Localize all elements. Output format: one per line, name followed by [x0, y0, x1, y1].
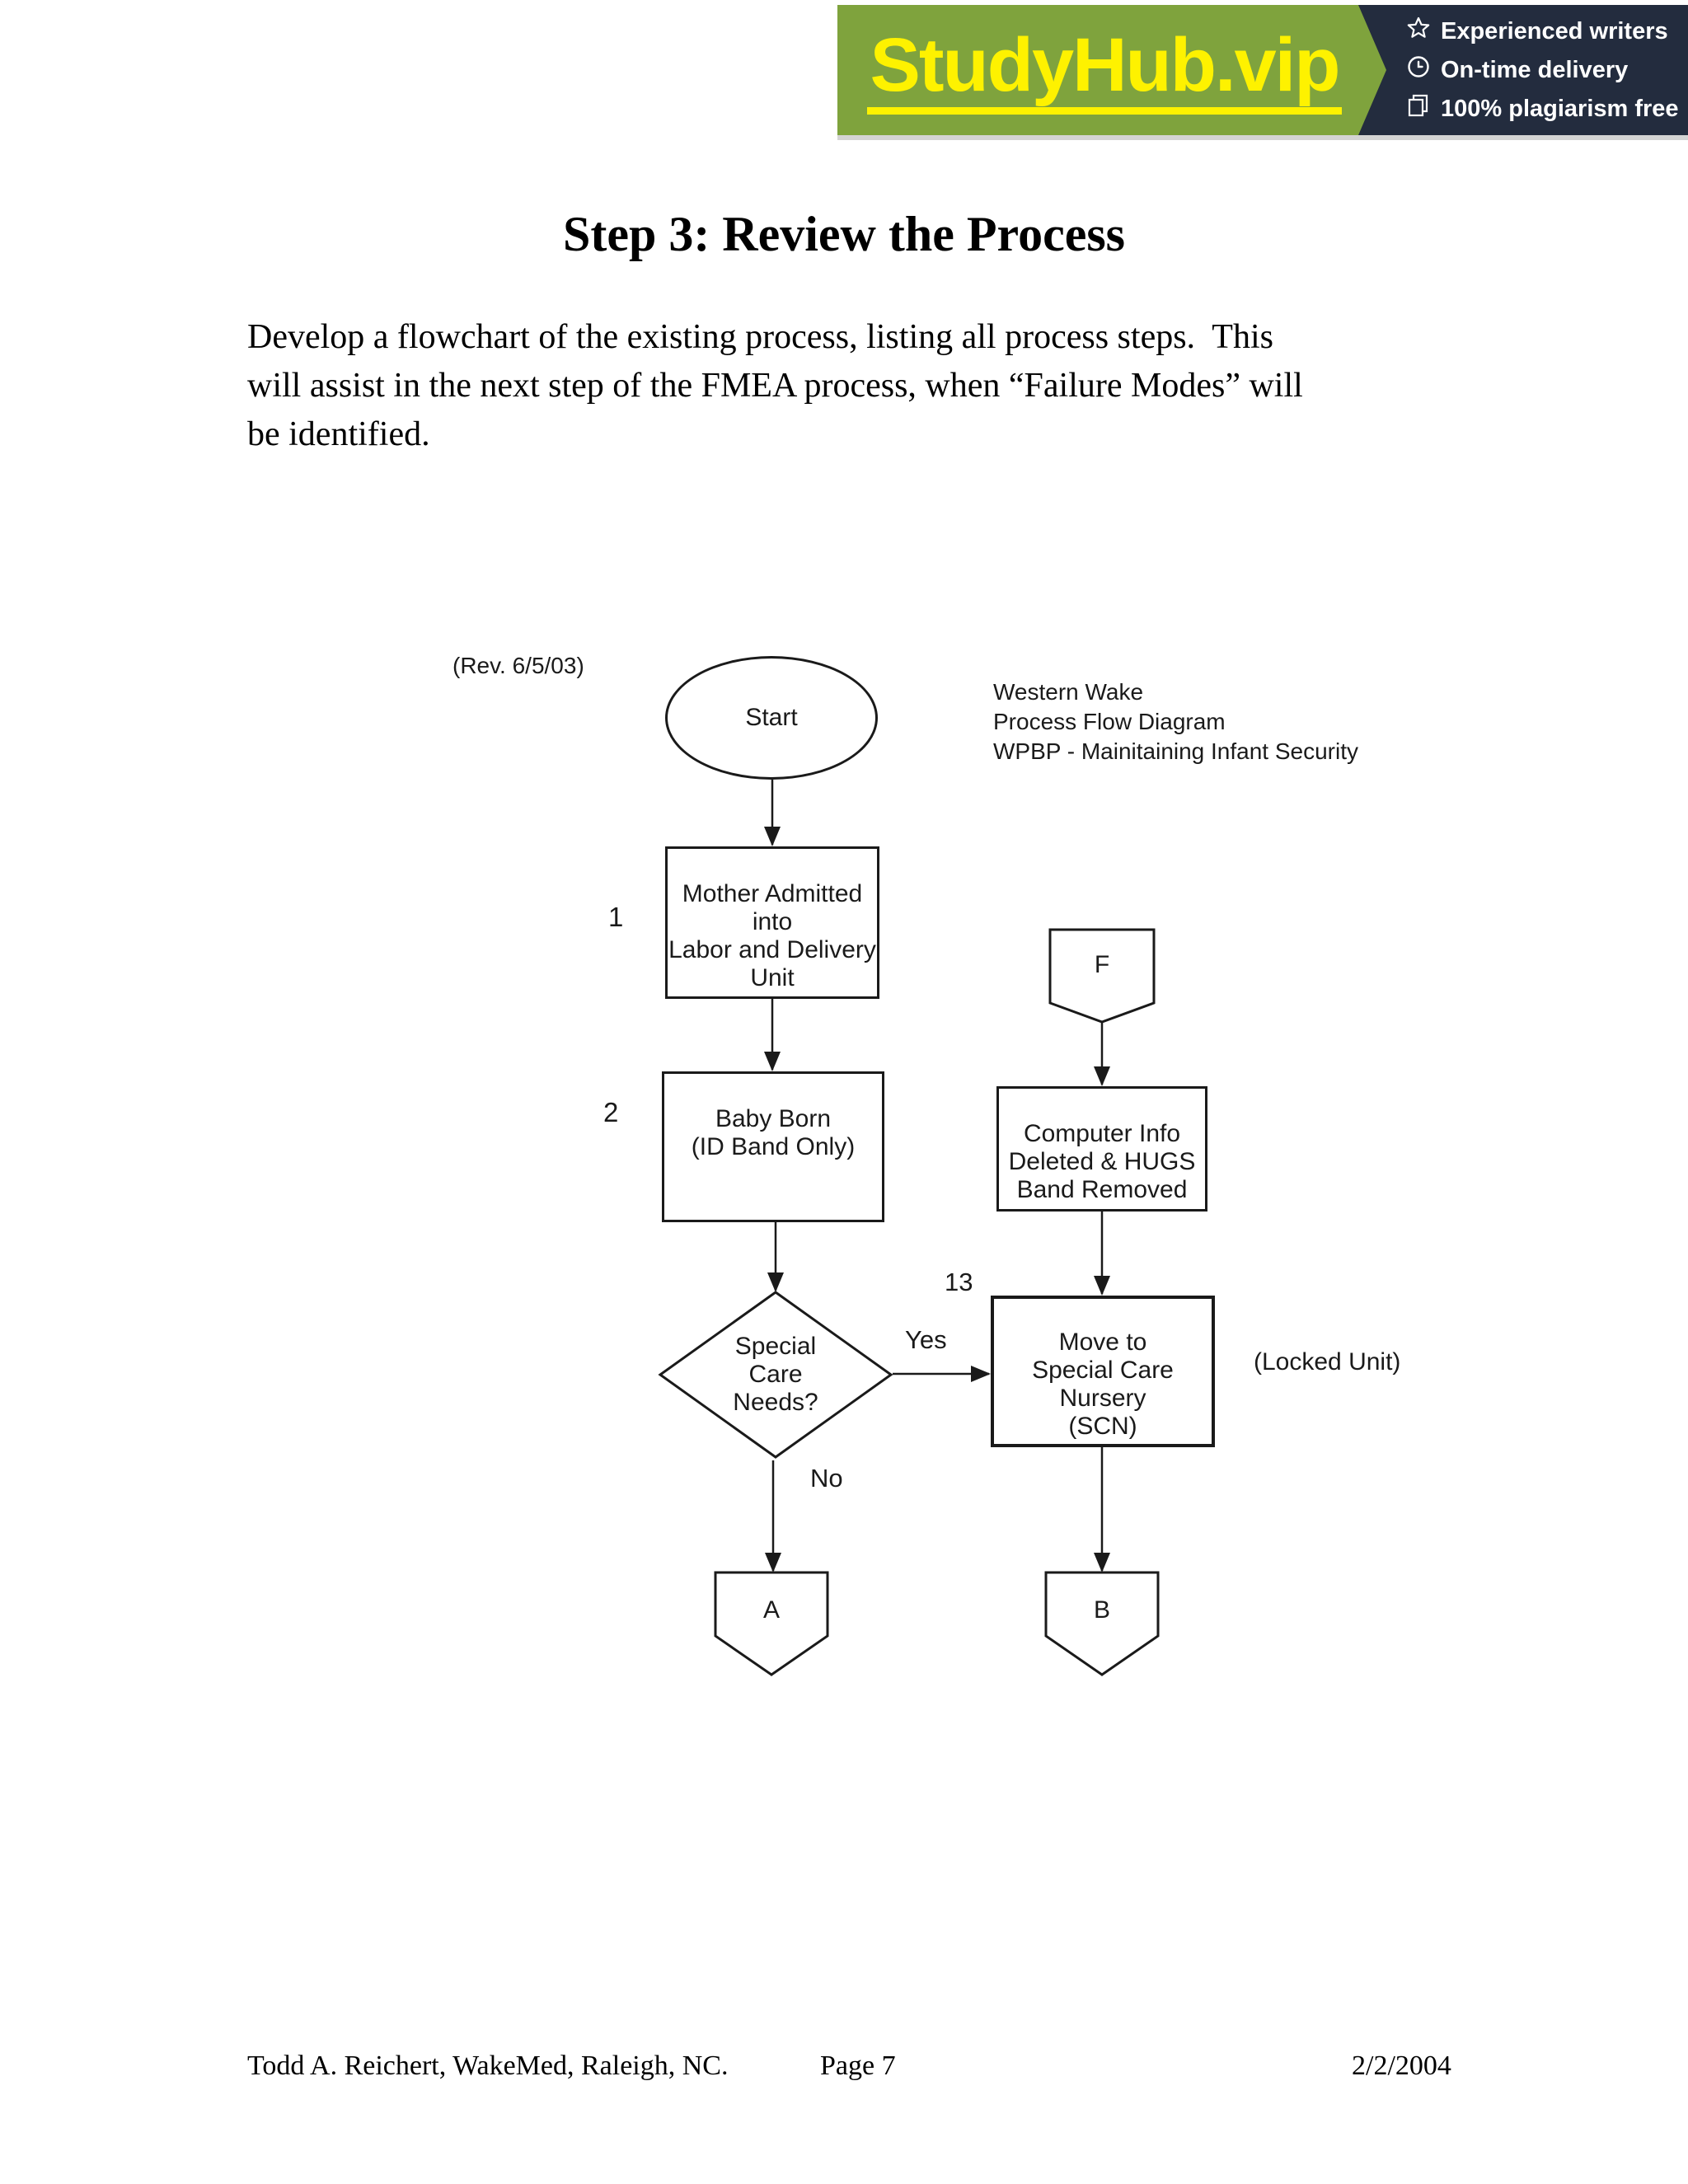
start-node: Start: [665, 656, 878, 780]
connector-a-label: A: [762, 1596, 780, 1624]
copy-icon: [1406, 93, 1431, 124]
connector-b-shape: [1044, 1571, 1160, 1676]
decision-diamond-shape: [658, 1291, 893, 1459]
decision-node: Special Care Needs?: [655, 1287, 896, 1462]
connector-f-node: F: [1047, 926, 1157, 1003]
step1-number: 1: [608, 902, 624, 932]
feature-label: 100% plagiarism free: [1441, 95, 1679, 122]
footer-date: 2/2/2004: [1352, 2050, 1451, 2081]
computer-label: Computer Info Deleted & HUGS Band Remove…: [1008, 1120, 1196, 1203]
scn-label: Move to Special Care Nursery (SCN): [1032, 1329, 1174, 1440]
star-icon: [1406, 16, 1431, 47]
step1-node: Mother Admitted into Labor and Delivery …: [665, 846, 879, 999]
step2-number: 2: [603, 1097, 619, 1127]
page-title: Step 3: Review the Process: [562, 207, 1126, 261]
scn-node: Move to Special Care Nursery (SCN): [991, 1296, 1215, 1447]
step2-label: Baby Born (ID Band Only): [691, 1105, 856, 1160]
clock-icon: [1406, 54, 1431, 86]
start-label: Start: [745, 704, 798, 731]
computer-node: Computer Info Deleted & HUGS Band Remove…: [996, 1086, 1207, 1212]
decision-label: Special Care Needs?: [733, 1333, 818, 1416]
scn-number: 13: [945, 1268, 973, 1296]
studyhub-banner[interactable]: StudyHub.vip Experienced writers O: [837, 5, 1688, 140]
intro-paragraph: Develop a flowchart of the existing proc…: [247, 318, 1303, 453]
connector-f-shape: [1048, 928, 1156, 1024]
connector-b-label: B: [1093, 1596, 1110, 1624]
diagram-header: Western Wake Process Flow Diagram WPBP -…: [993, 679, 1359, 764]
revision-label: (Rev. 6/5/03): [452, 653, 584, 678]
connector-f-label: F: [1094, 950, 1110, 978]
feature-on-time-delivery: On-time delivery: [1406, 54, 1688, 86]
step1-label: Mother Admitted into Labor and Delivery …: [668, 880, 876, 991]
footer-author: Todd A. Reichert, WakeMed, Raleigh, NC.: [247, 2050, 729, 2081]
feature-label: On-time delivery: [1441, 56, 1629, 83]
step2-node: Baby Born (ID Band Only): [662, 1071, 884, 1222]
studyhub-logo[interactable]: StudyHub.vip: [866, 26, 1343, 115]
locked-unit-label: (Locked Unit): [1254, 1348, 1401, 1376]
connector-a-node: A: [712, 1569, 831, 1652]
footer-page-number: Page 7: [820, 2050, 896, 2081]
feature-experienced-writers: Experienced writers: [1406, 16, 1688, 47]
feature-plagiarism-free: 100% plagiarism free: [1406, 93, 1688, 124]
connector-a-shape: [714, 1571, 829, 1676]
no-label: No: [810, 1464, 843, 1493]
connector-b-node: B: [1043, 1569, 1161, 1652]
yes-label: Yes: [905, 1325, 947, 1354]
feature-label: Experienced writers: [1441, 17, 1668, 45]
banner-brand-area: StudyHub.vip: [837, 5, 1372, 135]
banner-features: Experienced writers On-time delivery: [1358, 5, 1688, 135]
